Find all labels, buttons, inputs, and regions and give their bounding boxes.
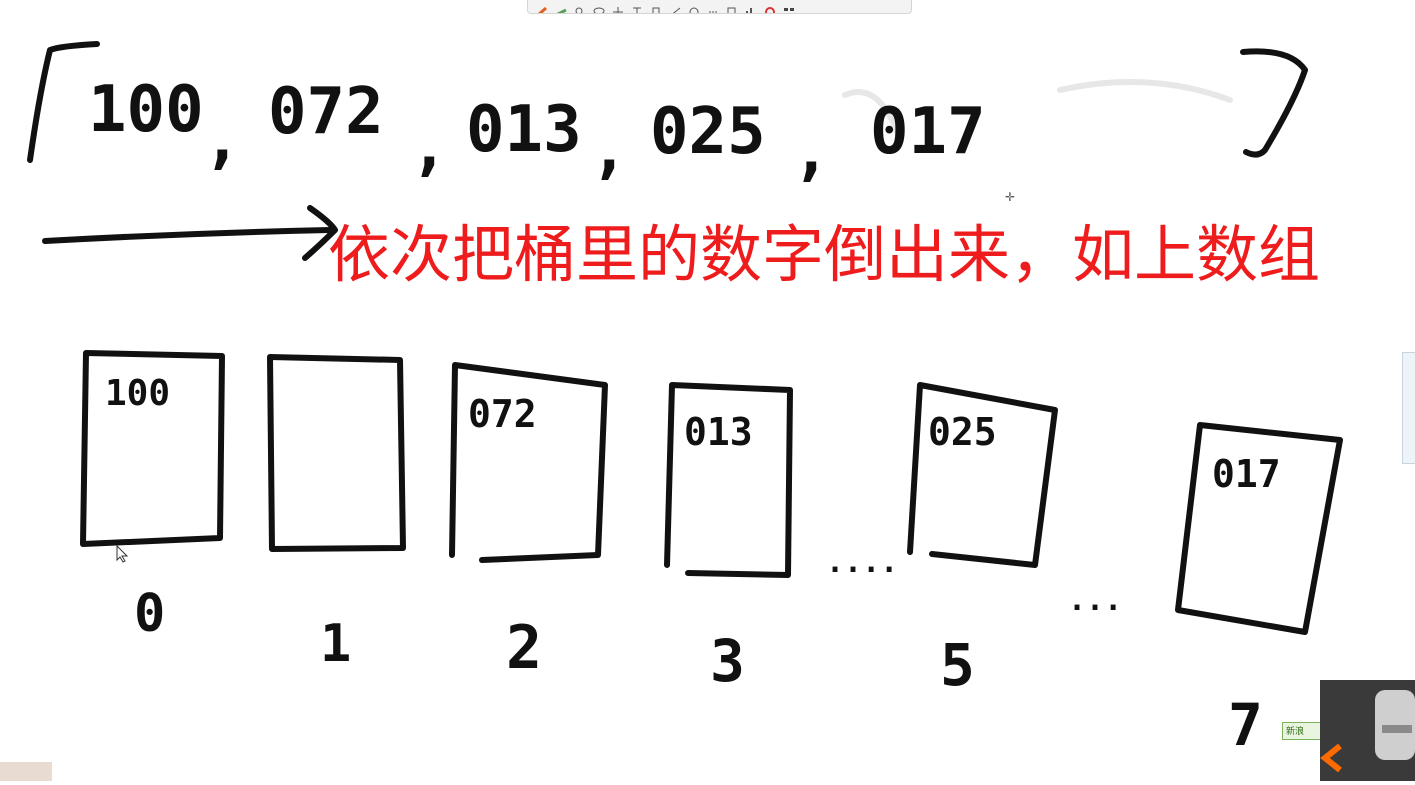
- bucket-content: 013: [684, 410, 753, 454]
- text-icon[interactable]: [631, 2, 643, 13]
- mini-window-tab[interactable]: 新浪: [1282, 722, 1322, 740]
- grid-icon[interactable]: [783, 2, 795, 13]
- zoom-icon[interactable]: [574, 2, 586, 13]
- faded-stroke: [1057, 79, 1233, 103]
- bucket-5-outline: [907, 382, 1058, 568]
- bucket-7-outline: [1175, 422, 1343, 635]
- ellipsis: ...: [1068, 583, 1123, 618]
- crosshair-cursor-icon: ✛: [1005, 190, 1016, 204]
- bucket-index-label: 3: [710, 627, 745, 695]
- shapes-icon[interactable]: [688, 2, 700, 13]
- array-separator: ,: [410, 110, 449, 184]
- lasso-icon[interactable]: [593, 2, 605, 13]
- bucket-index-label: 7: [1228, 691, 1263, 759]
- array-separator: ,: [792, 115, 831, 189]
- floating-widget[interactable]: [1320, 680, 1415, 781]
- highlighter-icon[interactable]: [555, 2, 567, 13]
- bucket-index-label: 2: [506, 613, 543, 683]
- bucket-1-outline: [267, 354, 406, 552]
- faded-stroke: [842, 89, 903, 143]
- link-icon[interactable]: [707, 2, 719, 12]
- bucket-index-label: 1: [320, 614, 352, 674]
- caption-text: 依次把桶里的数字倒出来，如上数组: [328, 218, 1321, 291]
- left-bracket: [27, 41, 100, 163]
- bucket-3-outline: [664, 382, 793, 578]
- pen-icon[interactable]: [536, 2, 548, 13]
- side-panel-tab[interactable]: [1402, 352, 1415, 464]
- bucket-content: 072: [468, 392, 537, 436]
- array-value: 013: [466, 93, 582, 167]
- arrow-head: [302, 205, 338, 261]
- array-separator: ,: [590, 113, 629, 187]
- array-value: 100: [88, 73, 204, 147]
- bucket-index-label: 5: [940, 631, 975, 699]
- annotation-toolbar: [527, 0, 912, 14]
- bucket-index-label: 0: [134, 584, 166, 644]
- array-value: 072: [268, 75, 384, 149]
- chart-icon[interactable]: [745, 2, 757, 13]
- copy-icon[interactable]: [726, 2, 738, 13]
- eraser-icon[interactable]: [650, 2, 662, 13]
- move-icon[interactable]: [612, 2, 624, 13]
- bucket-0-outline: [80, 350, 225, 547]
- corner-thumbnail: [0, 762, 52, 781]
- right-bracket: [1240, 48, 1308, 158]
- mouse-pointer-icon: [116, 544, 129, 567]
- arrow-shaft: [42, 227, 333, 244]
- array-separator: ,: [203, 103, 242, 177]
- bucket-2-outline: [449, 362, 608, 563]
- array-value: 025: [650, 95, 766, 169]
- color-wheel-icon[interactable]: [764, 2, 776, 13]
- ellipsis: ....: [826, 545, 899, 580]
- bucket-content: 017: [1212, 452, 1281, 496]
- array-value: 017: [870, 95, 986, 169]
- bucket-content: 025: [928, 410, 997, 454]
- bucket-content: 100: [105, 373, 171, 414]
- line-icon[interactable]: [669, 2, 681, 13]
